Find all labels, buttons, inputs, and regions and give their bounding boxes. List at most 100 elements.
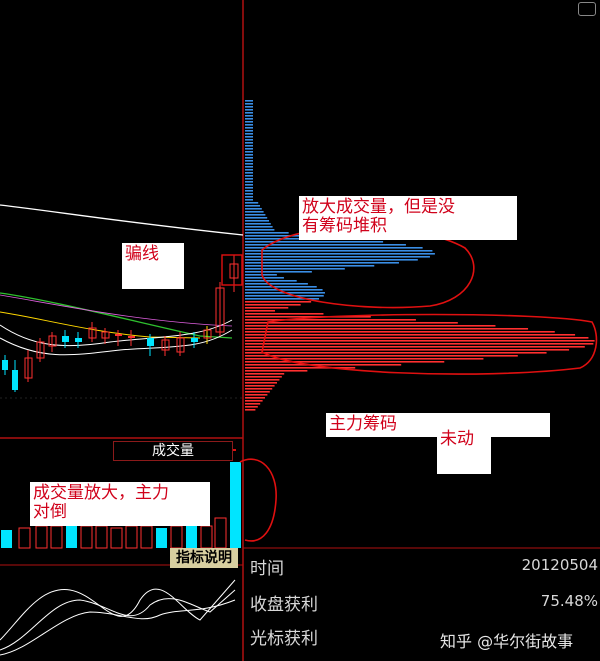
chip-bar: [245, 217, 268, 219]
candle: [161, 339, 170, 351]
volume-bar: [140, 525, 153, 549]
chip-bar: [245, 391, 270, 393]
chip-bar: [245, 352, 547, 354]
chip-bar: [245, 160, 253, 162]
candle: [191, 338, 198, 342]
chip-bar: [245, 334, 576, 336]
indicator-help-button[interactable]: 指标说明: [170, 548, 238, 568]
chip-bar: [245, 181, 253, 183]
chip-bar: [245, 208, 262, 210]
volume-bar: [35, 525, 48, 549]
chip-bar: [245, 223, 271, 225]
info-value: 75.48%: [540, 592, 598, 610]
volume-bar: [18, 527, 31, 549]
chip-bar: [245, 226, 273, 228]
chip-bar: [245, 382, 277, 384]
highlight-candle: [221, 254, 243, 286]
chip-bar: [245, 409, 256, 411]
info-key: 收盘获利: [250, 595, 318, 615]
info-row-time: 时间 20120504: [250, 550, 600, 580]
watermark: 知乎 @华尔街故事: [440, 632, 574, 651]
chip-bar: [245, 187, 253, 189]
volume-bar: [156, 528, 167, 548]
candle: [229, 263, 239, 279]
chip-bar: [245, 229, 275, 231]
volume-bar: [95, 525, 108, 549]
chip-bar: [245, 145, 253, 147]
circle-volume-surge: [239, 458, 277, 542]
chip-bar: [245, 328, 529, 330]
volume-panel-label: 成交量: [113, 441, 233, 461]
chip-bar: [245, 157, 253, 159]
chip-bar: [245, 166, 253, 168]
chip-bar: [245, 283, 308, 285]
chip-bar: [245, 394, 268, 396]
chip-bar: [245, 367, 356, 369]
chip-bar: [245, 385, 275, 387]
candle: [128, 336, 135, 338]
volume-bar: [200, 525, 213, 549]
chip-bar: [245, 220, 269, 222]
volume-bar: [186, 526, 197, 548]
ma-long-white: [0, 204, 244, 236]
volume-bar: [50, 525, 63, 549]
chip-bar: [245, 184, 253, 186]
chip-bar: [245, 193, 253, 195]
chip-bar: [245, 313, 324, 315]
chip-bar: [245, 316, 371, 318]
chip-bar: [245, 262, 399, 264]
chip-bar: [245, 274, 277, 276]
chip-bar: [245, 100, 253, 102]
info-key: 时间: [250, 559, 284, 579]
chip-bar: [245, 280, 297, 282]
chip-bar: [245, 343, 594, 345]
indicator-line-2: [0, 589, 236, 651]
chip-bar: [245, 205, 260, 207]
chip-bar: [245, 196, 253, 198]
chip-bar: [245, 124, 253, 126]
chip-bar: [245, 301, 312, 303]
chip-bar: [245, 121, 253, 123]
chip-bar: [245, 355, 518, 357]
chip-bar: [245, 133, 253, 135]
volume-bar: [66, 524, 77, 548]
chip-bar: [245, 307, 289, 309]
chip-bar: [245, 235, 324, 237]
chip-bar: [245, 232, 289, 234]
info-key: 光标获利: [250, 629, 318, 649]
chip-bar: [245, 331, 555, 333]
chip-bar: [245, 148, 253, 150]
chip-bar: [245, 271, 312, 273]
chip-bar: [245, 400, 263, 402]
volume-bar: [80, 525, 93, 549]
chip-bar: [245, 247, 423, 249]
volume-bar: [214, 517, 227, 549]
ma-short-white-2: [0, 329, 233, 356]
chip-bar: [245, 295, 324, 297]
chip-bar: [245, 364, 402, 366]
chip-bar: [245, 349, 570, 351]
menu-icon[interactable]: [578, 2, 596, 16]
chip-bar: [245, 142, 253, 144]
candle: [62, 336, 69, 342]
volume-bar: [1, 530, 12, 548]
candle: [12, 370, 18, 390]
candle: [88, 327, 97, 339]
indicator-line-3: [0, 599, 236, 656]
chip-bar: [245, 361, 445, 363]
chip-bar: [245, 178, 253, 180]
chip-bar: [245, 397, 265, 399]
chip-bar: [245, 190, 253, 192]
chip-bar: [245, 112, 253, 114]
chip-bar: [245, 199, 253, 201]
chip-bar: [245, 154, 253, 156]
chip-bar: [245, 169, 253, 171]
volume-bars: [1, 462, 241, 549]
annotation-not-moved: 未动: [437, 428, 491, 474]
candle: [75, 338, 82, 342]
annotation-fake-line: 骗线: [122, 243, 184, 289]
chip-bar: [245, 370, 308, 372]
ma-purple: [0, 294, 233, 327]
chip-bar: [245, 310, 275, 312]
info-row-cursor-profit: 光标获利: [250, 620, 600, 650]
